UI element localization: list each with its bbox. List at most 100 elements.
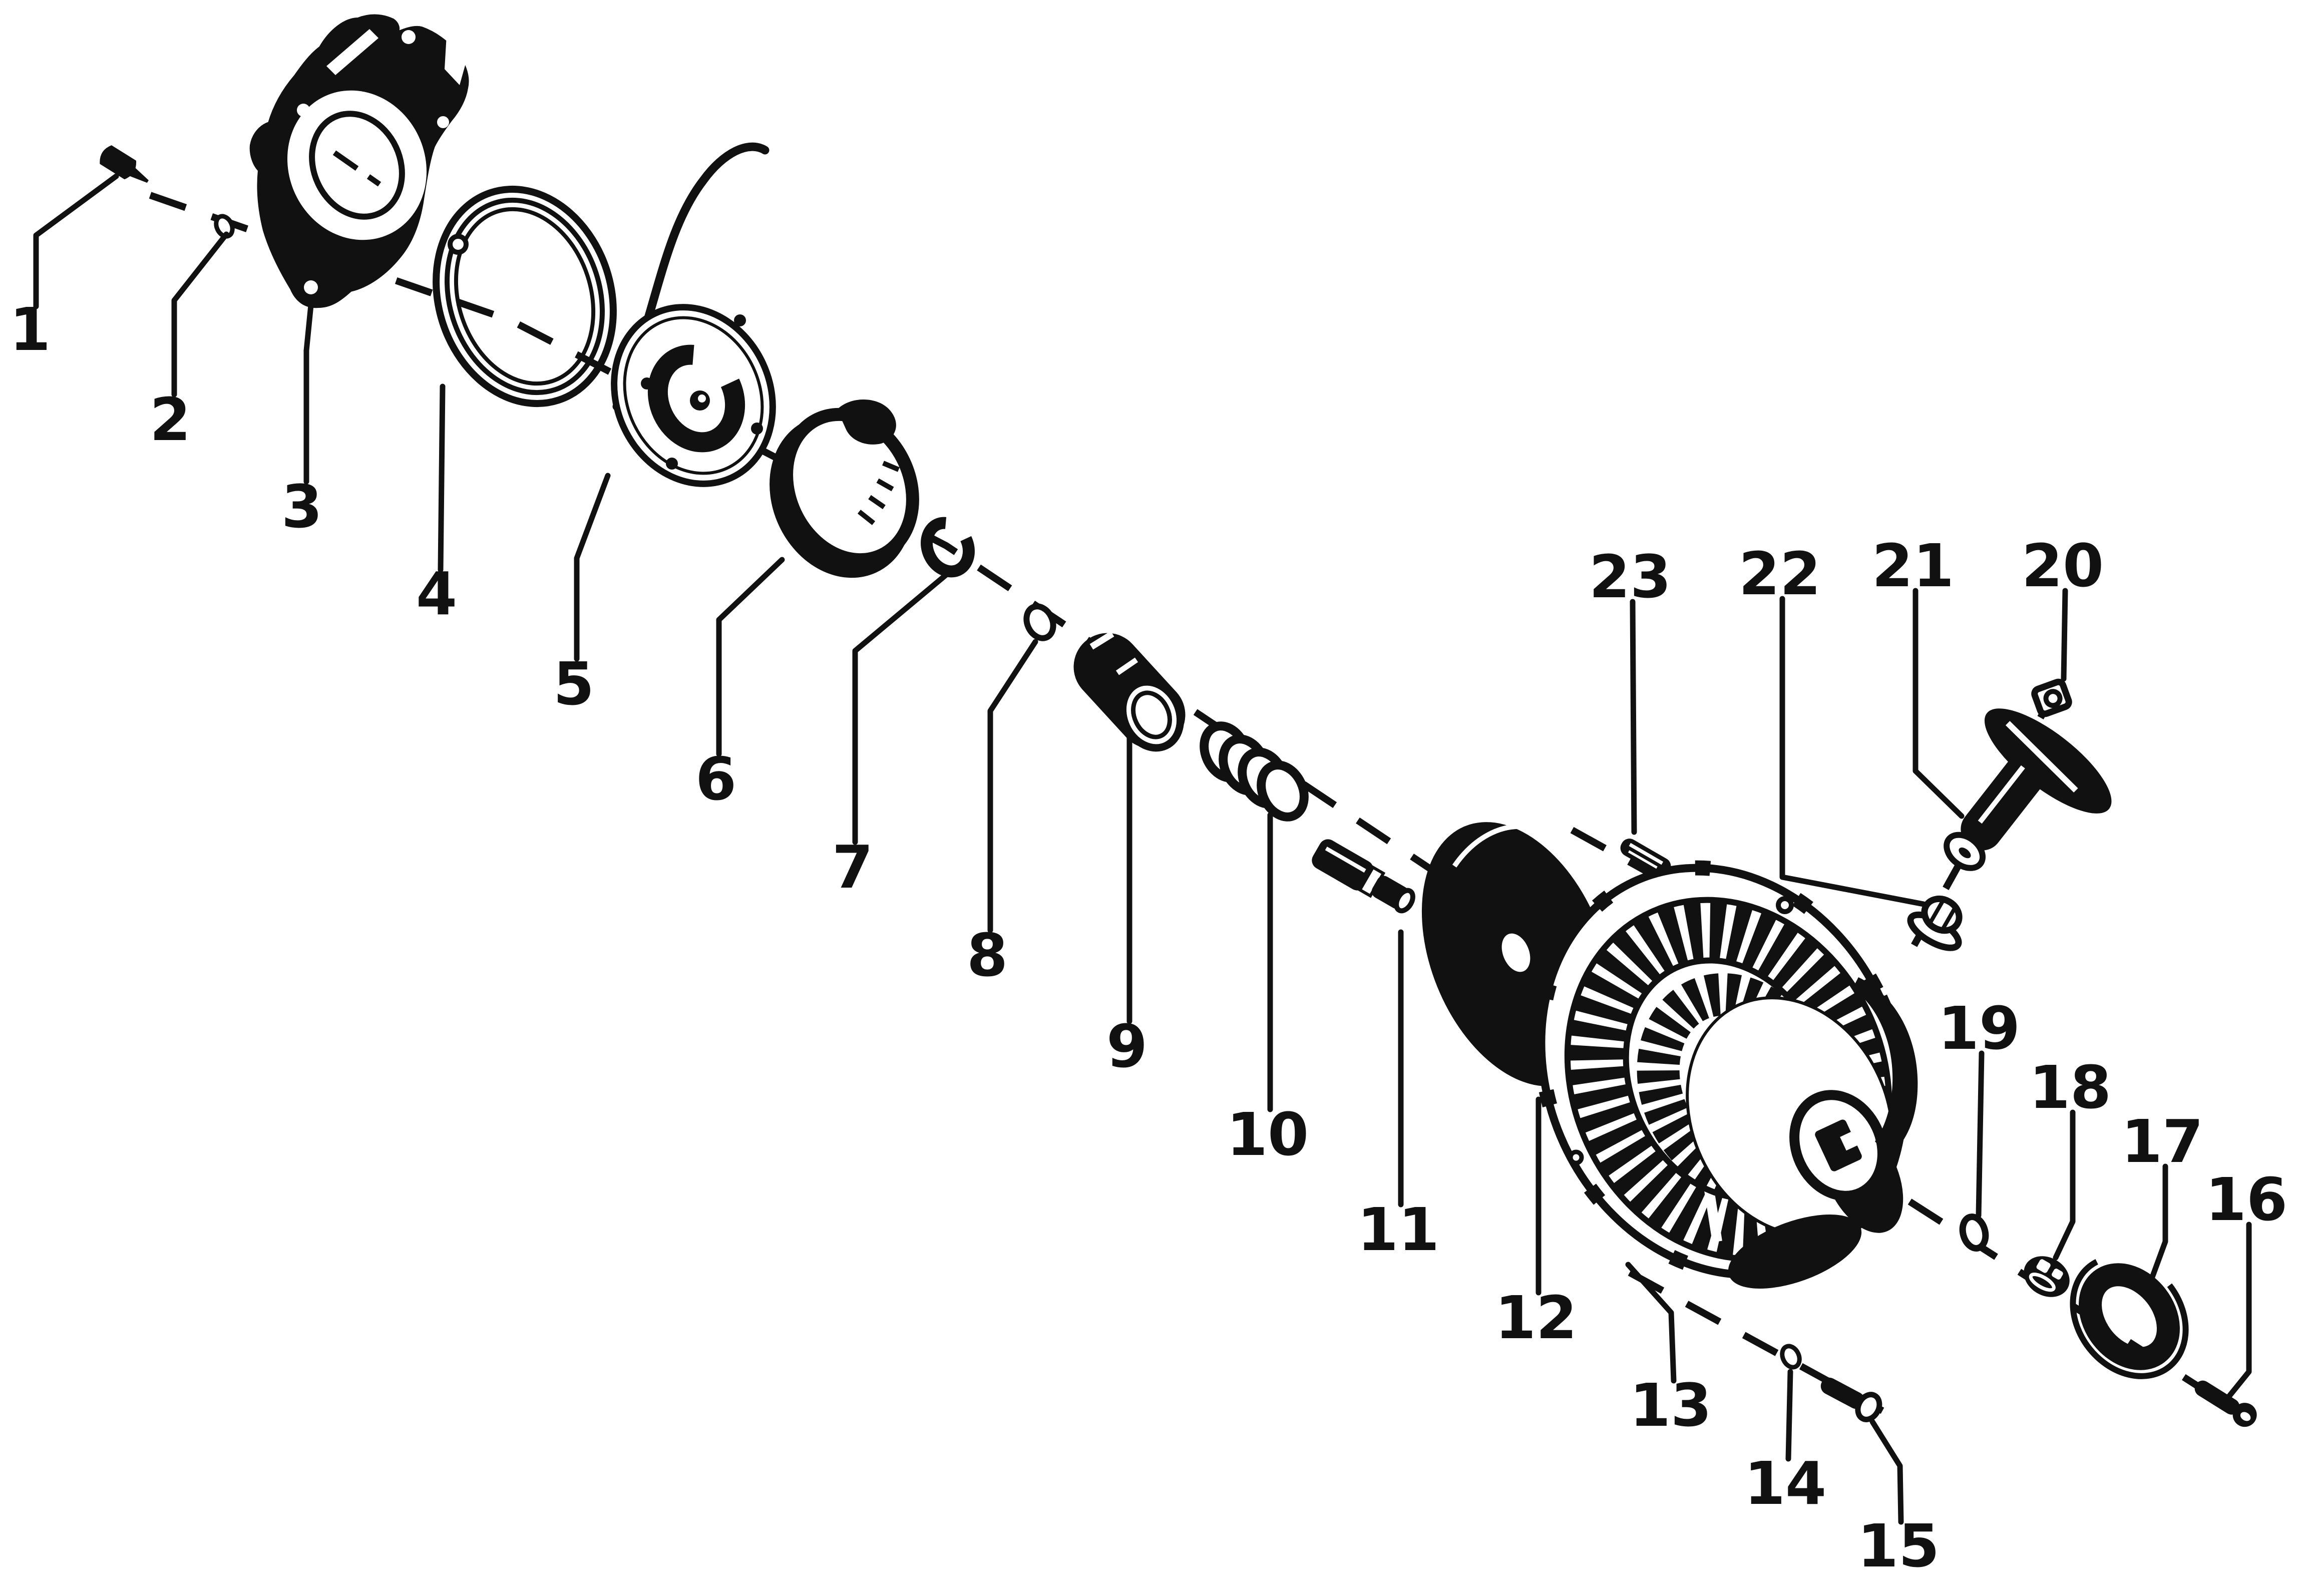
part-23-roll-pin-icon bbox=[1620, 839, 1671, 876]
part-number-label-17: 17 bbox=[2121, 1107, 2203, 1176]
callout-17-grommet-seal: 17 bbox=[2121, 1107, 2203, 1290]
leader-line-18 bbox=[2053, 1109, 2076, 1261]
ring-mid bbox=[445, 197, 605, 395]
post-tip-face bbox=[1394, 888, 1415, 914]
part-22-flanged-nut-icon bbox=[1907, 895, 1963, 951]
part-number-label-7: 7 bbox=[832, 833, 873, 902]
part-13-rope-pulley-drum-icon bbox=[1534, 860, 1918, 1289]
callout-23-roll-pin: 23 bbox=[1589, 542, 1671, 835]
ring-rope-hook bbox=[448, 234, 469, 255]
part-16-pin-icon bbox=[2194, 1380, 2257, 1427]
bushing-slot-2 bbox=[1115, 657, 1138, 675]
pin-head-hole bbox=[2240, 1412, 2251, 1421]
part-number-label-9: 9 bbox=[1106, 1012, 1147, 1081]
plate-spiral-spring bbox=[647, 344, 745, 453]
plate-rim-inner bbox=[623, 316, 764, 475]
axis-line-main bbox=[149, 192, 1829, 1137]
bolt-shank bbox=[1820, 1377, 1865, 1409]
part-8-washer-icon bbox=[1023, 603, 1056, 641]
housing-slot bbox=[326, 29, 378, 75]
handle-highlight-bar bbox=[2005, 721, 2078, 793]
ring-outer bbox=[433, 185, 617, 408]
roll-pin-slot bbox=[1629, 843, 1664, 865]
callout-19-retainer-ring: 19 bbox=[1938, 994, 2020, 1219]
part-number-label-14: 14 bbox=[1744, 1449, 1826, 1518]
drum-hub-keyway bbox=[1840, 1131, 1858, 1151]
pin-body bbox=[2194, 1380, 2240, 1415]
leader-line-16 bbox=[2225, 1222, 2252, 1401]
callout-16-pin: 16 bbox=[2205, 1165, 2287, 1401]
leader-line-22 bbox=[1779, 596, 1927, 907]
leader-line-4 bbox=[438, 383, 446, 573]
part-21-starter-handle-icon bbox=[1944, 708, 2112, 871]
drum-shadow-bottom bbox=[1728, 1215, 1862, 1289]
callout-6-ratchet-ring: 6 bbox=[695, 557, 785, 814]
square-nut-body bbox=[2031, 678, 2072, 717]
callout-7-e-clip: 7 bbox=[832, 572, 949, 902]
plate-hole-4 bbox=[751, 423, 763, 435]
flanged-nut-facet-1 bbox=[1929, 899, 1945, 923]
housing-bore-axis-dash bbox=[332, 150, 381, 187]
callout-21-starter-handle: 21 bbox=[1872, 531, 1965, 819]
drum-pawl bbox=[1852, 977, 1918, 1156]
callout-10-spring: 10 bbox=[1227, 812, 1309, 1169]
bolt-head-face bbox=[1855, 1392, 1882, 1422]
housing-wedge bbox=[445, 35, 467, 85]
axis-line-roll-pin bbox=[1570, 827, 1754, 934]
callout-13-rope-pulley-drum: 13 bbox=[1625, 1262, 1712, 1440]
housing-hole-left bbox=[297, 104, 310, 117]
leader-line-17 bbox=[2146, 1163, 2168, 1290]
screw-head bbox=[100, 145, 136, 180]
part-number-label-15: 15 bbox=[1857, 1511, 1940, 1580]
housing-hole-right bbox=[437, 116, 449, 128]
roll-pin-slot-2 bbox=[1628, 850, 1658, 869]
callout-3-starter-housing: 3 bbox=[281, 297, 322, 541]
part-number-label-13: 13 bbox=[1630, 1371, 1712, 1440]
callout-1-screw: 1 bbox=[10, 173, 119, 364]
part-number-label-3: 3 bbox=[281, 472, 322, 541]
part-17-grommet-seal-icon bbox=[2070, 1254, 2189, 1379]
callout-20-square-nut: 20 bbox=[2022, 531, 2104, 682]
bushing-bore bbox=[1131, 690, 1172, 739]
part-number-label-18: 18 bbox=[2029, 1053, 2111, 1122]
bushing-slot-1 bbox=[1089, 631, 1114, 650]
ratchet-rim bbox=[780, 408, 919, 567]
part-7-e-clip-icon bbox=[921, 517, 975, 578]
part-4-rope-guide-ring-icon bbox=[433, 142, 770, 411]
part-number-label-19: 19 bbox=[1938, 994, 2020, 1063]
drum-flange-hole-bottom bbox=[1568, 1149, 1584, 1165]
grommet-outer-rim bbox=[2070, 1254, 2189, 1379]
leader-line-23 bbox=[1630, 599, 1637, 835]
leader-line-20 bbox=[2061, 588, 2068, 682]
housing-hole-bottom bbox=[304, 280, 318, 294]
leader-line-15 bbox=[1869, 1419, 1904, 1525]
leader-line-3 bbox=[303, 297, 314, 485]
callout-22-flanged-nut: 22 bbox=[1739, 539, 1927, 907]
part-14-small-washer-icon bbox=[1780, 1344, 1802, 1370]
part-number-label-11: 11 bbox=[1357, 1195, 1439, 1264]
part-15-bolt-icon bbox=[1820, 1377, 1882, 1422]
part-18-nut-icon bbox=[2024, 1256, 2070, 1297]
disc-highlight bbox=[1452, 824, 1527, 868]
leader-line-13 bbox=[1625, 1262, 1677, 1384]
grommet-body bbox=[2079, 1263, 2180, 1370]
callout-15-bolt: 15 bbox=[1857, 1419, 1940, 1580]
post-large-segment bbox=[1312, 839, 1374, 891]
callout-12-friction-disc: 12 bbox=[1495, 1096, 1577, 1352]
part-2-washer-ring-icon bbox=[214, 214, 235, 239]
ratchet-teeth bbox=[857, 461, 900, 525]
part-number-label-20: 20 bbox=[2022, 531, 2104, 600]
part-number-label-16: 16 bbox=[2205, 1165, 2287, 1234]
part-number-label-23: 23 bbox=[1589, 542, 1671, 611]
handle-rope-hole bbox=[1959, 847, 1971, 859]
ratchet-pawl bbox=[837, 399, 896, 445]
axis-line-bolt-branch bbox=[1628, 1269, 1884, 1414]
part-number-label-22: 22 bbox=[1739, 539, 1821, 608]
leader-line-1 bbox=[33, 173, 119, 309]
part-6-ratchet-ring-icon bbox=[770, 399, 919, 578]
nut-body bbox=[2024, 1256, 2070, 1297]
housing-hole-top bbox=[402, 30, 416, 44]
plate-hole-1 bbox=[734, 314, 746, 326]
